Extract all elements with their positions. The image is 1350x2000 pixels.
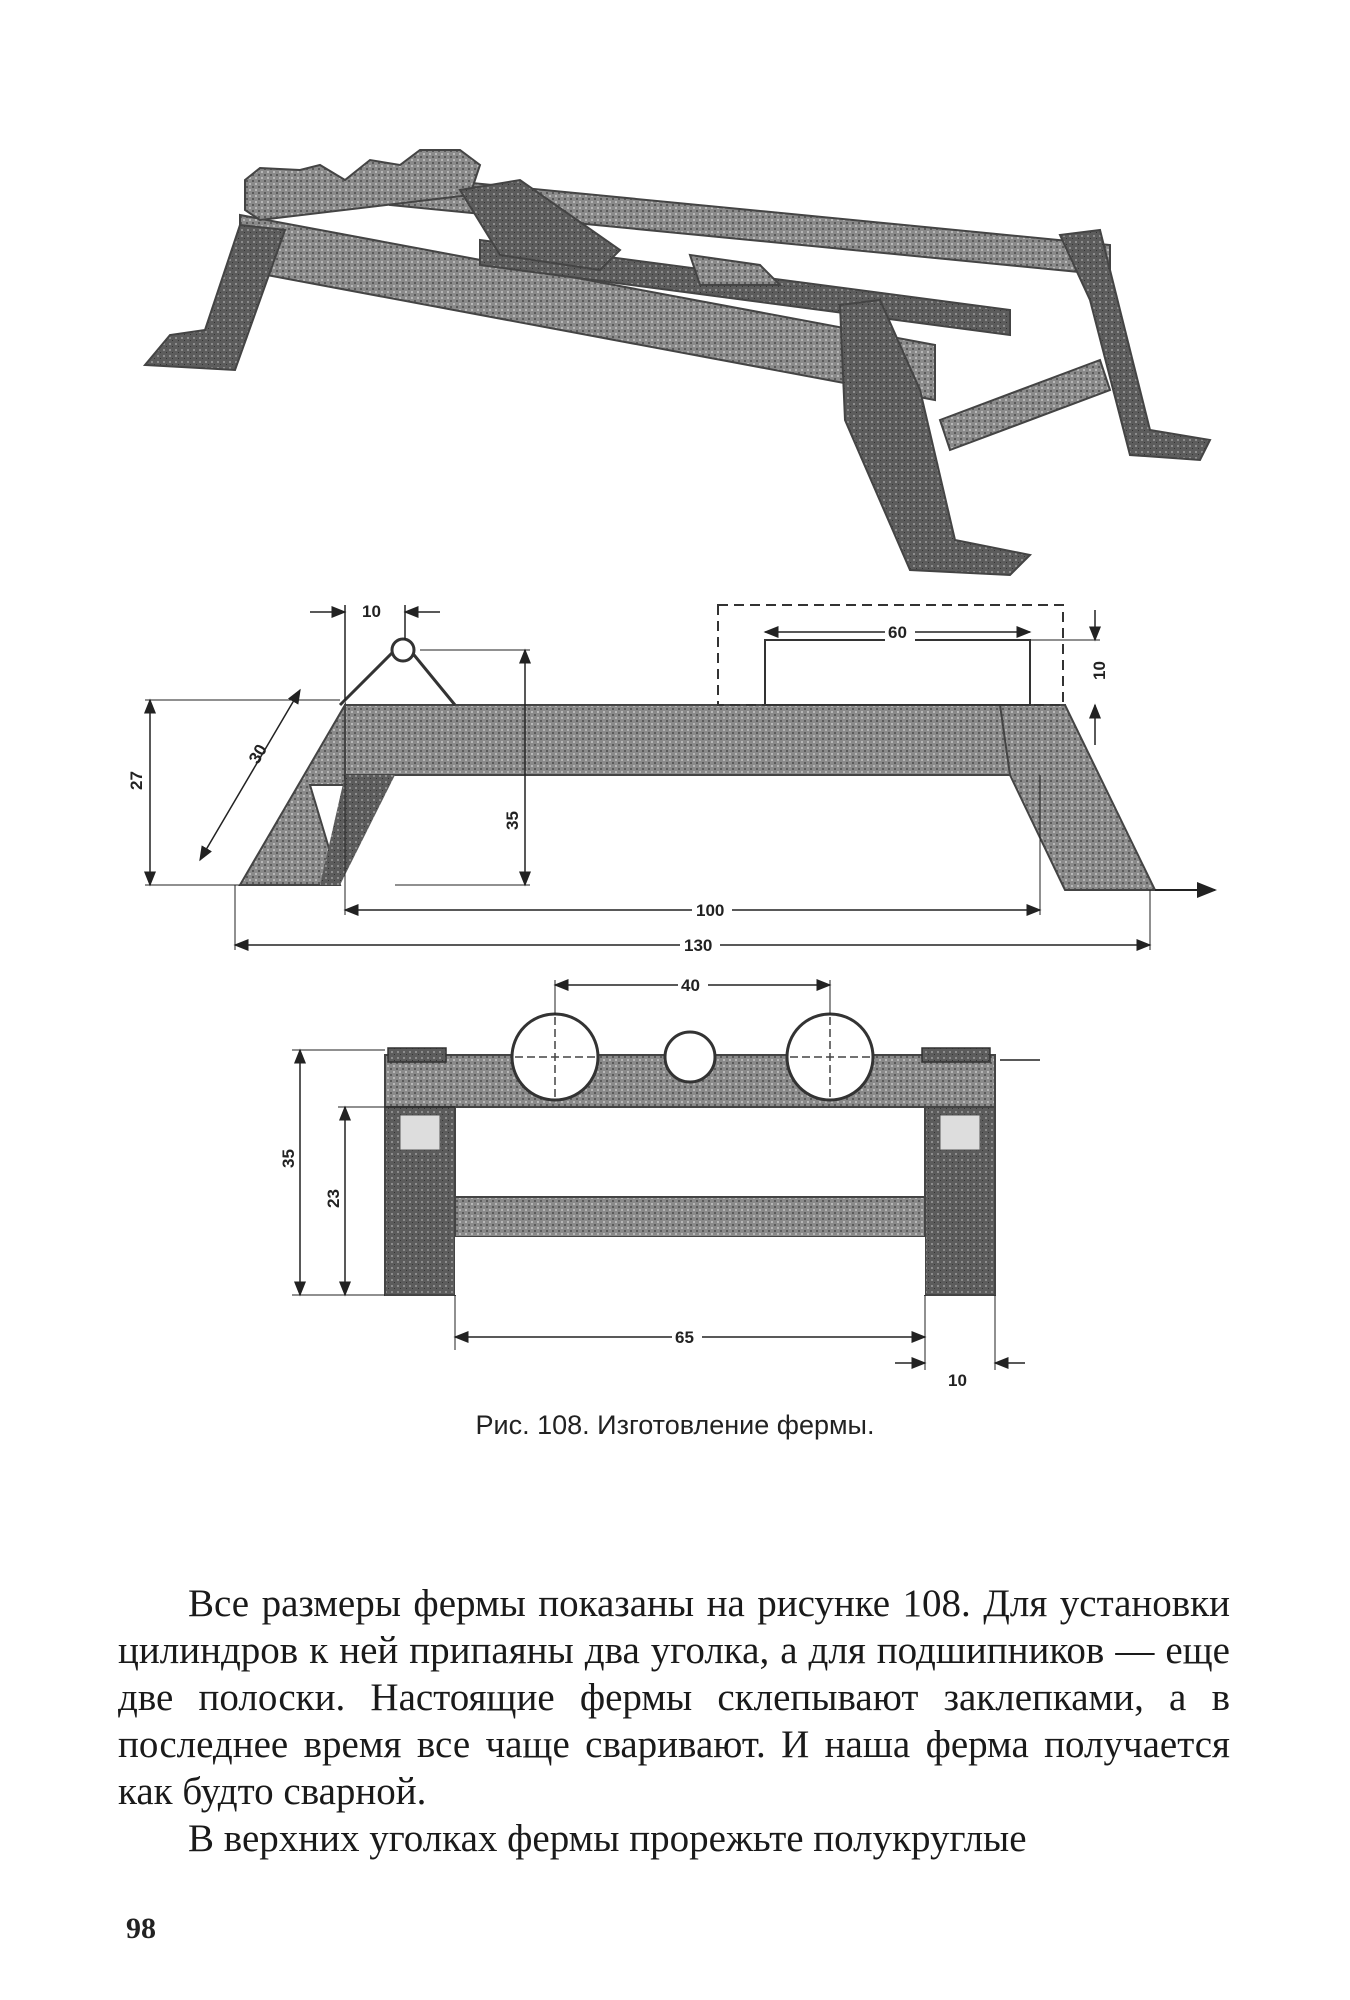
dim-outer-height: 35 — [279, 1149, 298, 1168]
dim-overall-span: 130 — [684, 936, 712, 955]
dim-leg-width: 10 — [948, 1371, 967, 1390]
body-text: Все размеры фермы показаны на рисунке 10… — [118, 1580, 1230, 1862]
paragraph: Все размеры фермы показаны на рисунке 10… — [118, 1582, 1230, 1813]
end-view-drawing: 40 35 23 65 10 — [279, 975, 1040, 1390]
dim-inner-height-end: 23 — [324, 1189, 343, 1208]
figure-caption: Рис. 108. Изготовление фермы. — [475, 1410, 875, 1440]
truss-perspective-illustration — [142, 149, 1212, 577]
page-number: 98 — [126, 1912, 156, 1945]
dim-inner-width: 65 — [675, 1328, 694, 1347]
dim-cylinder-spacing: 40 — [681, 976, 700, 995]
dim-top-width: 10 — [362, 602, 381, 621]
dim-height-left: 27 — [127, 771, 146, 790]
side-view-drawing: 10 30 27 35 100 130 60 — [127, 602, 1217, 955]
paragraph: В верхних уголках фермы прорежьте полукр… — [188, 1817, 1027, 1860]
dim-strip-height: 10 — [1090, 661, 1109, 680]
dim-strip-length: 60 — [888, 623, 907, 642]
dim-inner-span: 100 — [696, 901, 724, 920]
dim-inner-height: 35 — [503, 811, 522, 830]
